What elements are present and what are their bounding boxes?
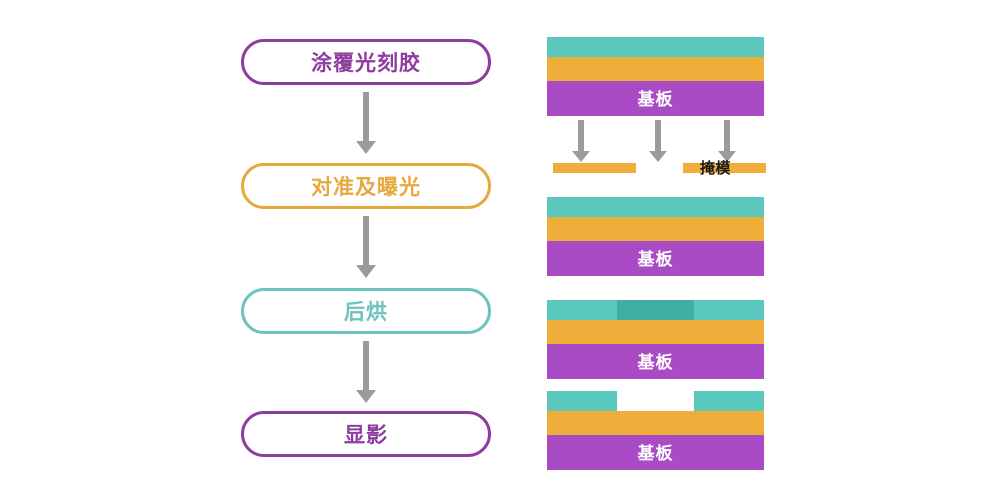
substrate-layer: 基板 <box>547 241 764 276</box>
flow-connector-arrow-2 <box>355 216 377 278</box>
cross-section-post-bake-stack: 基板 <box>547 300 764 379</box>
arrow-shaft <box>655 120 661 151</box>
oxide-layer <box>547 57 764 81</box>
mask-bar-right <box>683 163 766 173</box>
photoresist-layer-left <box>547 391 617 411</box>
cross-section-developed-stack: 基板 <box>547 391 764 470</box>
flow-step-label: 显影 <box>344 424 388 447</box>
mask-bar-left <box>553 163 636 173</box>
arrow-shaft <box>363 216 369 265</box>
flow-step-align-and-expose[interactable]: 对准及曝光 <box>241 163 491 209</box>
mask-label: 掩模 <box>700 160 732 177</box>
arrow-head <box>356 390 376 403</box>
photoresist-layer-right <box>694 391 764 411</box>
arrow-shaft <box>363 341 369 390</box>
oxide-layer <box>547 217 764 241</box>
substrate-layer: 基板 <box>547 435 764 470</box>
exposed-resist-region <box>617 300 694 320</box>
flow-step-post-bake[interactable]: 后烘 <box>241 288 491 334</box>
flow-step-label: 涂覆光刻胶 <box>311 52 421 75</box>
arrow-head <box>356 265 376 278</box>
flow-step-label: 后烘 <box>344 301 388 324</box>
flow-step-develop[interactable]: 显影 <box>241 411 491 457</box>
light-ray-arrow-3 <box>718 120 736 162</box>
cross-section-coated-resist-stack: 基板 <box>547 37 764 116</box>
arrow-shaft <box>578 120 584 151</box>
arrow-head <box>718 151 736 162</box>
arrow-shaft <box>724 120 730 151</box>
arrow-shaft <box>363 92 369 141</box>
substrate-label: 基板 <box>637 90 674 109</box>
arrow-head <box>356 141 376 154</box>
flow-step-coat-photoresist[interactable]: 涂覆光刻胶 <box>241 39 491 85</box>
substrate-label: 基板 <box>637 444 674 463</box>
light-ray-arrow-1 <box>572 120 590 162</box>
flow-connector-arrow-3 <box>355 341 377 403</box>
arrow-head <box>572 151 590 162</box>
oxide-layer <box>547 320 764 344</box>
light-ray-arrow-2 <box>649 120 667 162</box>
cross-section-post-exposure-stack: 基板 <box>547 197 764 276</box>
substrate-label: 基板 <box>637 353 674 372</box>
flow-connector-arrow-1 <box>355 92 377 154</box>
substrate-layer: 基板 <box>547 81 764 116</box>
substrate-label: 基板 <box>637 250 674 269</box>
oxide-layer <box>547 411 764 435</box>
photoresist-layer <box>547 197 764 217</box>
flow-step-label: 对准及曝光 <box>311 176 421 199</box>
photoresist-layer <box>547 37 764 57</box>
substrate-layer: 基板 <box>547 344 764 379</box>
arrow-head <box>649 151 667 162</box>
